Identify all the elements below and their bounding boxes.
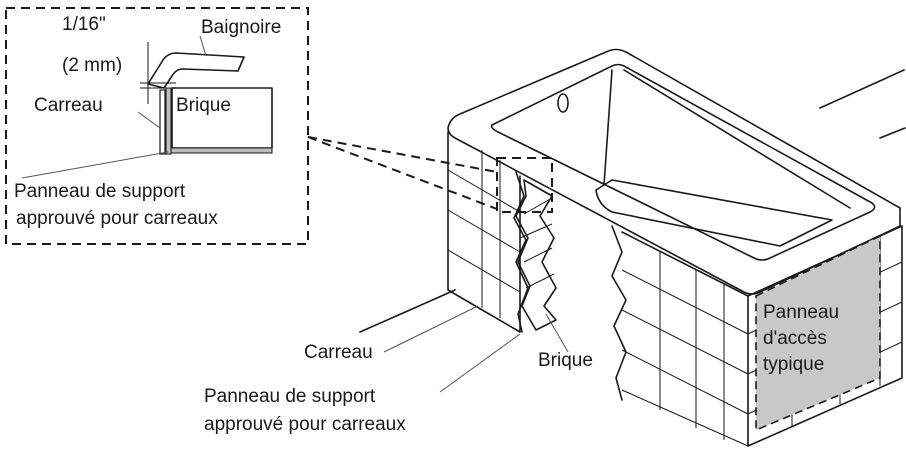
tub-assembly xyxy=(359,48,906,447)
left-side-face xyxy=(447,131,521,333)
inset-dimension-metric-label: (2 mm) xyxy=(62,55,122,76)
inset-tile xyxy=(159,89,166,155)
tub-basin-wall-left xyxy=(603,69,613,186)
tub-basin-wall-far xyxy=(623,69,851,209)
left-face-tiles xyxy=(447,150,521,318)
front-face-tiles xyxy=(621,252,749,447)
tub-deck-outline xyxy=(447,48,901,295)
tub-basin-rim xyxy=(490,63,876,261)
inset-tile-label: Carreau xyxy=(34,95,103,116)
access-panel-label-line1: Panneau xyxy=(763,302,839,323)
left-cutaway-tile-edge xyxy=(513,171,529,333)
inset-tub-flange xyxy=(147,52,245,89)
inset-leader-baignoire xyxy=(199,35,207,57)
floor-line-back2 xyxy=(879,127,906,139)
front-side-face xyxy=(621,231,749,447)
inset-frame xyxy=(5,7,309,245)
callout-line-top xyxy=(307,136,498,173)
inset-dimension-label: 1/16" xyxy=(62,14,106,35)
inset-backer-board xyxy=(165,87,172,155)
access-panel-label-line2: d'accès xyxy=(763,328,827,349)
access-panel xyxy=(755,234,881,432)
inset-board-label-line1: Panneau de support xyxy=(14,181,186,202)
main-leader-carreau xyxy=(383,305,479,353)
inset-board-label-line2: approuvé pour carreaux xyxy=(16,208,218,229)
main-leader-brique xyxy=(545,313,569,353)
tub-basin-floor xyxy=(595,179,833,247)
main-leader-board xyxy=(439,333,521,393)
main-board-label-line2: approuvé pour carreaux xyxy=(204,414,406,435)
inset-tub-label: Baignoire xyxy=(201,17,281,38)
detail-inset: 1/16" (2 mm) Baignoire Carreau Brique Pa… xyxy=(5,7,309,245)
access-panel-label-line3: typique xyxy=(763,354,824,375)
main-board-label-line1: Panneau de support xyxy=(204,386,376,407)
main-brick-label: Brique xyxy=(538,350,593,371)
floor-line-back xyxy=(819,69,905,109)
inset-leader-carreau xyxy=(137,111,161,129)
overflow-drain-icon xyxy=(557,93,569,113)
left-brick-joints xyxy=(519,197,555,289)
callout-box xyxy=(496,157,553,213)
left-cutaway-brick-edge xyxy=(515,179,557,331)
front-cutaway-edge xyxy=(611,225,627,401)
callout-line-bottom xyxy=(307,136,498,210)
main-tile-label: Carreau xyxy=(304,342,373,363)
inset-backer-board-bottom xyxy=(170,147,273,154)
floor-line-left xyxy=(359,289,456,333)
inset-leader-board xyxy=(21,151,169,179)
inset-brick-label: Brique xyxy=(176,95,231,116)
